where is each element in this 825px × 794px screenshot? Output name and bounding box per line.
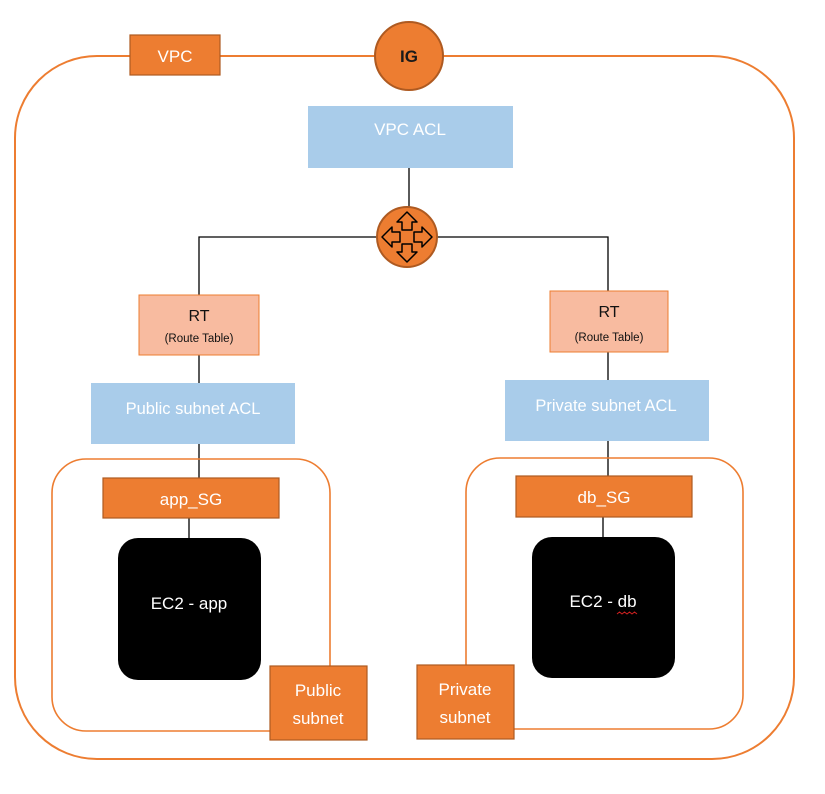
internet-gateway: IG (374, 21, 444, 91)
private-subnet-acl: Private subnet ACL (505, 380, 709, 441)
left-rt-title: RT (188, 308, 209, 325)
vpc-acl-label: VPC ACL (374, 120, 446, 139)
vpc-label: VPC (158, 47, 193, 66)
left-route-table: RT (Route Table) (138, 294, 260, 356)
spellcheck-underline (616, 611, 638, 615)
private-subnet-label-line2: subnet (439, 708, 490, 727)
public-subnet-label-box: Public subnet (269, 665, 368, 741)
right-rt-subtitle: (Route Table) (575, 332, 644, 344)
ec2-app-label: EC2 - app (151, 594, 228, 613)
app-security-group: app_SG (102, 477, 280, 519)
private-acl-label: Private subnet ACL (535, 397, 676, 415)
public-subnet-acl: Public subnet ACL (91, 383, 295, 444)
public-acl-label: Public subnet ACL (126, 400, 261, 418)
app-sg-label: app_SG (160, 490, 222, 509)
ec2-app-instance: EC2 - app (118, 538, 261, 680)
arrow-up-icon (396, 211, 418, 231)
db-security-group: db_SG (515, 475, 693, 518)
line-router-to-left-rt (198, 236, 377, 295)
db-sg-label: db_SG (578, 488, 631, 507)
private-subnet-label-line1: Private (439, 680, 492, 699)
ec2-db-label: EC2 - db (569, 592, 636, 611)
private-subnet-label-box: Private subnet (416, 664, 515, 740)
ec2-db-instance: EC2 - db (532, 537, 675, 678)
arrow-left-icon (381, 226, 401, 248)
right-rt-title: RT (598, 304, 619, 321)
private-subnet-container (465, 457, 744, 730)
router-icon (376, 206, 438, 268)
connector-lines (188, 168, 609, 538)
left-rt-subtitle: (Route Table) (165, 333, 234, 345)
arrow-right-icon (413, 226, 433, 248)
arrow-down-icon (396, 243, 418, 263)
vpc-acl-box: VPC ACL (308, 106, 513, 168)
public-subnet-container (51, 458, 331, 732)
right-route-table: RT (Route Table) (549, 290, 669, 353)
public-subnet-label-line1: Public (295, 681, 342, 700)
line-router-to-right-rt (437, 236, 609, 291)
public-subnet-label-line2: subnet (292, 709, 343, 728)
gateway-label: IG (400, 47, 418, 66)
vpc-label-box: VPC (129, 34, 221, 76)
